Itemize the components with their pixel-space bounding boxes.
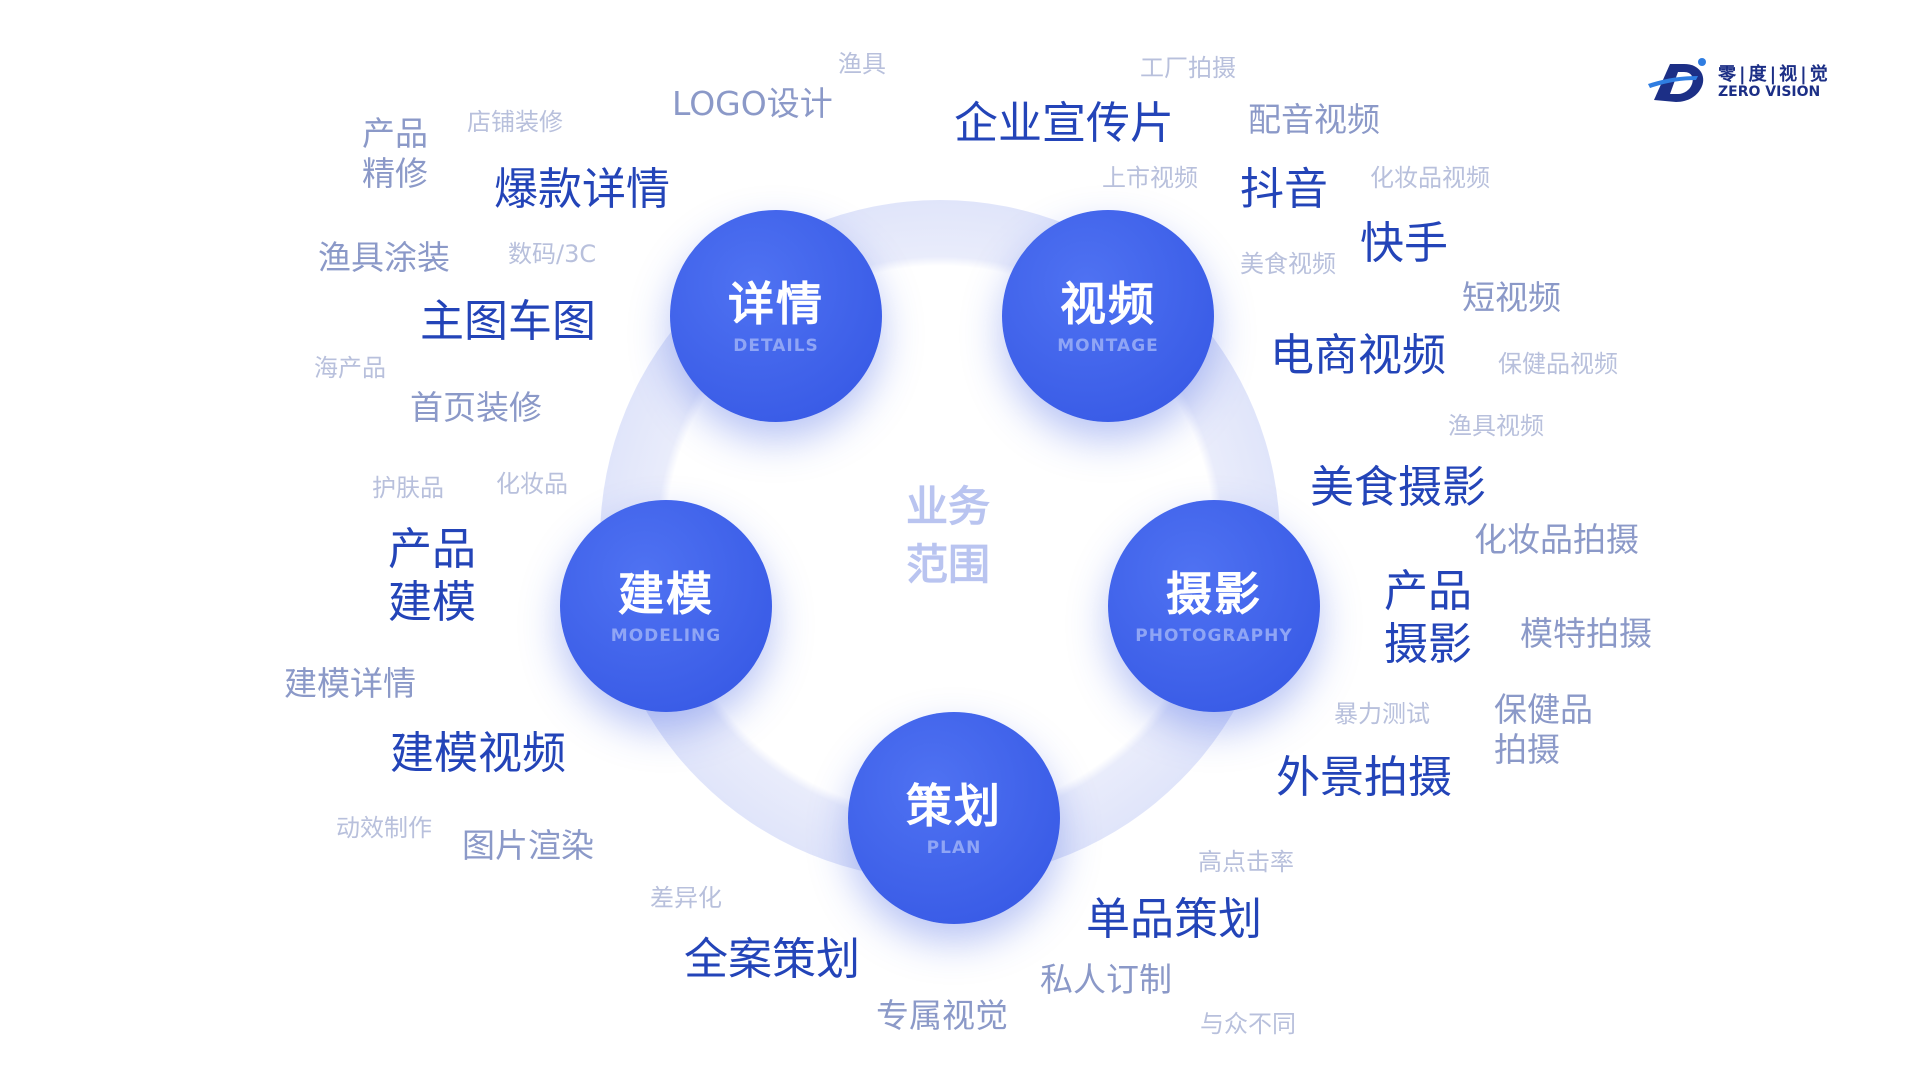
keyword: 产品 建模	[388, 524, 476, 628]
node-modeling-title: 建模	[618, 567, 714, 621]
keyword: 爆款详情	[494, 164, 670, 215]
keyword: 动效制作	[336, 814, 432, 842]
keyword: 渔具视频	[1448, 412, 1544, 440]
node-plan: 策划 PLAN	[848, 712, 1060, 924]
keyword: 护肤品	[372, 474, 444, 502]
node-modeling-subtitle: MODELING	[610, 626, 722, 646]
keyword: 快手	[1360, 218, 1448, 269]
keyword: 保健品 拍摄	[1494, 690, 1593, 769]
keyword: 主图车图	[420, 296, 596, 347]
keyword: 配音视频	[1248, 100, 1380, 139]
node-details-subtitle: DETAILS	[733, 336, 819, 356]
node-montage-subtitle: MONTAGE	[1057, 336, 1159, 356]
keyword: 高点击率	[1198, 848, 1294, 876]
keyword: 抖音	[1240, 164, 1328, 215]
node-plan-title: 策划	[906, 779, 1002, 833]
keyword: 渔具	[838, 50, 886, 78]
node-details-title: 详情	[728, 277, 824, 331]
node-details: 详情 DETAILS	[670, 210, 882, 422]
keyword: 模特拍摄	[1520, 614, 1652, 653]
keyword: LOGO设计	[672, 84, 833, 123]
keyword: 海产品	[314, 354, 386, 382]
keyword: 上市视频	[1102, 164, 1198, 192]
center-title: 业务 范围	[905, 482, 990, 589]
logo-text-en: ZERO VISION	[1718, 84, 1821, 100]
node-photography: 摄影 PHOTOGRAPHY	[1108, 500, 1320, 712]
keyword: 与众不同	[1200, 1010, 1296, 1038]
keyword: 产品 摄影	[1384, 566, 1472, 670]
keyword: 电商视频	[1270, 330, 1446, 381]
logo-d-icon	[1648, 58, 1706, 102]
logo-text-zh: 零|度|视|觉	[1718, 64, 1831, 85]
keyword: 数码/3C	[508, 240, 597, 268]
node-photography-title: 摄影	[1166, 567, 1262, 621]
keyword: 工厂拍摄	[1140, 54, 1236, 82]
keyword: 化妆品视频	[1370, 164, 1490, 192]
keyword: 专属视觉	[876, 996, 1008, 1035]
keyword: 保健品视频	[1498, 350, 1618, 378]
keyword: 产品 精修	[362, 114, 428, 193]
node-montage-title: 视频	[1060, 277, 1156, 331]
keyword: 私人订制	[1040, 960, 1172, 999]
node-modeling: 建模 MODELING	[560, 500, 772, 712]
keyword: 化妆品拍摄	[1474, 520, 1639, 559]
keyword: 店铺装修	[467, 108, 563, 136]
keyword: 建模视频	[390, 728, 566, 779]
keyword: 美食视频	[1240, 250, 1336, 278]
keyword: 短视频	[1462, 278, 1561, 317]
keyword: 美食摄影	[1310, 462, 1486, 513]
brand-logo: 零|度|视|觉 ZERO VISION	[1648, 54, 1848, 114]
node-plan-subtitle: PLAN	[926, 838, 982, 858]
keyword: 化妆品	[496, 470, 568, 498]
keyword: 全案策划	[684, 934, 860, 985]
keyword: 建模详情	[284, 664, 416, 703]
node-photography-subtitle: PHOTOGRAPHY	[1135, 626, 1293, 646]
keyword: 首页装修	[410, 388, 542, 427]
keyword: 外景拍摄	[1276, 752, 1452, 803]
node-montage: 视频 MONTAGE	[1002, 210, 1214, 422]
keyword: 暴力测试	[1334, 700, 1430, 728]
keyword: 差异化	[650, 884, 722, 912]
keyword: 企业宣传片	[954, 98, 1174, 149]
keyword: 图片渲染	[462, 826, 594, 865]
keyword: 渔具涂装	[318, 238, 450, 277]
keyword: 单品策划	[1086, 894, 1262, 945]
